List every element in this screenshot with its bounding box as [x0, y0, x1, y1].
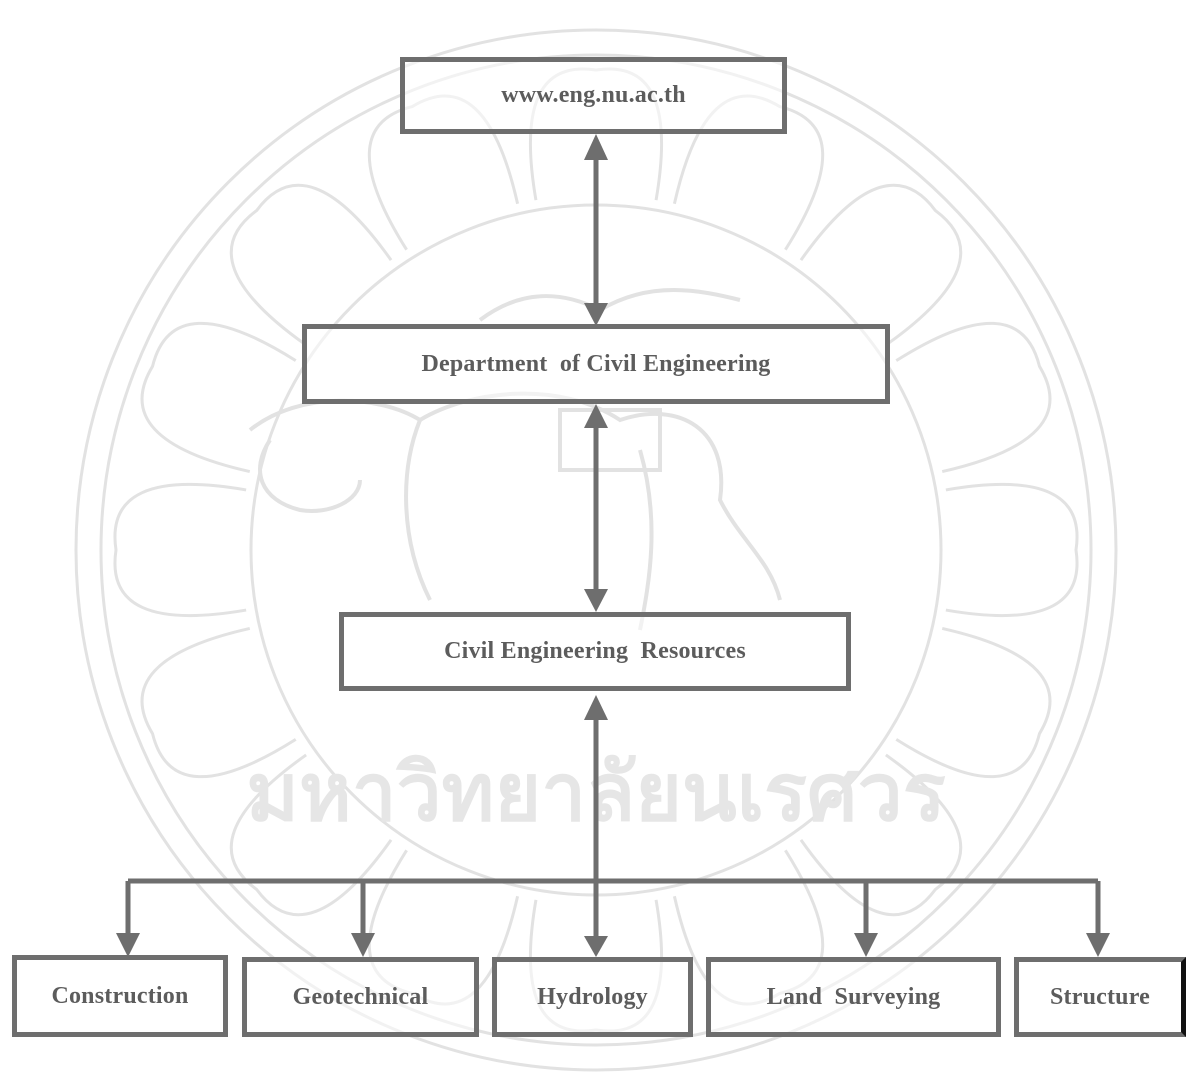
seal-petal-shape: [140, 321, 297, 474]
branch-land-surveying-label: Land Surveying: [766, 983, 941, 1010]
elephant-rear-leg-shape: [638, 449, 654, 631]
department-node: Department of Civil Engineering: [302, 324, 890, 404]
seal-petal-shape: [229, 753, 393, 917]
department-node-label: Department of Civil Engineering: [421, 350, 771, 377]
arrowhead-down-resources: [584, 589, 608, 612]
resources-node-label: Civil Engineering Resources: [444, 638, 746, 664]
elephant-trunk-shape: [258, 438, 362, 513]
branch-geotechnical: Geotechnical: [242, 957, 479, 1037]
seal-petal-shape: [113, 482, 247, 618]
resources-node: Civil Engineering Resources: [339, 612, 851, 691]
arrowhead-down-construction: [116, 933, 140, 957]
arrowhead-down-land-surveying: [854, 933, 878, 957]
seal-petal-shape: [895, 321, 1052, 474]
arrowhead-down-structure: [1086, 933, 1110, 957]
seal-petal-shape: [799, 753, 963, 917]
arrowhead-up-department: [584, 404, 608, 428]
seal-outer-ring: [74, 28, 1118, 1072]
arrowhead-up-resources: [584, 695, 608, 720]
connectors: [125, 152, 1101, 941]
website-node: www.eng.nu.ac.th: [400, 57, 787, 134]
elephant-saddle-shape: [558, 408, 662, 472]
branch-land-surveying: Land Surveying: [706, 957, 1001, 1037]
seal-petal-shape: [895, 626, 1052, 779]
seal-inner-ring: [99, 53, 1093, 1047]
website-node-label: www.eng.nu.ac.th: [501, 82, 686, 108]
elephant-front-leg-shape: [404, 419, 432, 601]
branch-structure: Structure: [1014, 957, 1186, 1037]
seal-petal-shape: [140, 626, 297, 779]
branch-hydrology: Hydrology: [492, 957, 693, 1037]
arrowhead-down-hydrology: [584, 936, 608, 957]
arrowhead-down-department: [584, 303, 608, 326]
arrowheads: [116, 134, 1110, 957]
seal-petal-shape: [945, 482, 1079, 618]
branch-hydrology-label: Hydrology: [537, 983, 648, 1010]
arrowhead-down-geotechnical: [351, 933, 375, 957]
branch-construction: Construction: [12, 955, 228, 1037]
branch-geotechnical-label: Geotechnical: [292, 983, 429, 1010]
branch-construction-label: Construction: [51, 982, 189, 1009]
arrowhead-up-website: [584, 134, 608, 160]
seal-petal-shape: [229, 183, 393, 347]
elephant-back-shape: [248, 391, 782, 601]
elephant-crown-shape: [478, 288, 741, 322]
seal-petal-shape: [799, 183, 963, 347]
branch-structure-label: Structure: [1049, 983, 1150, 1010]
